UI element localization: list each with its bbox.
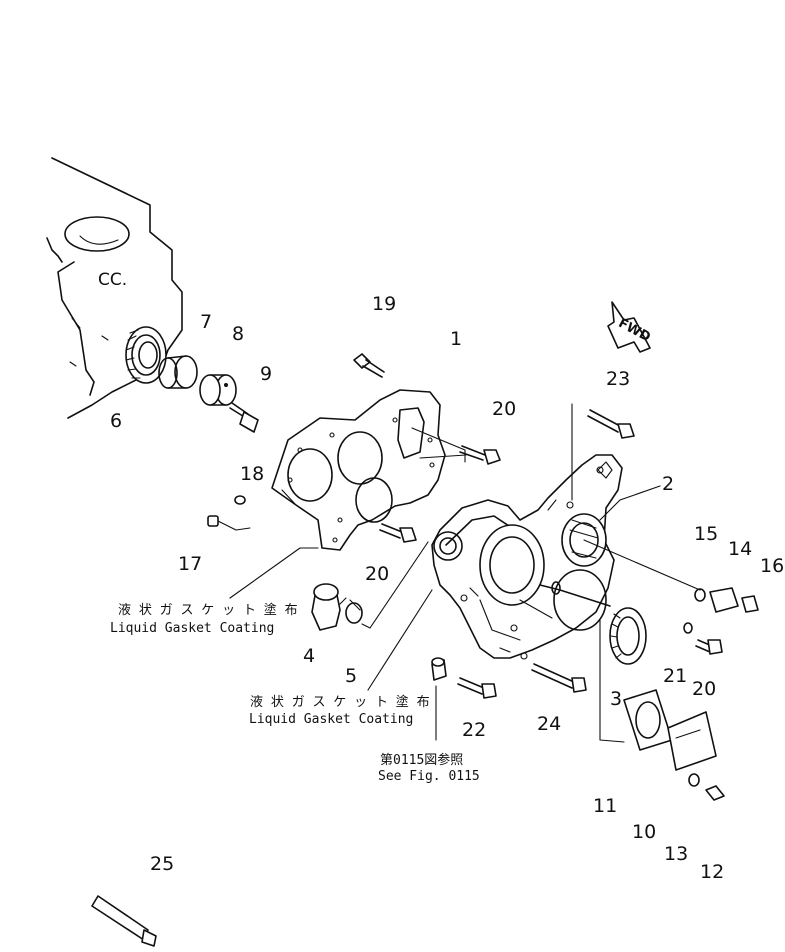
part-18-o-ring [234, 495, 246, 505]
leader-gasket-note-1 [229, 547, 319, 599]
block-casting-mark: CC. [98, 270, 127, 290]
callout-23: 23 [606, 368, 630, 390]
callout-16: 16 [760, 555, 784, 577]
callout-7: 7 [200, 311, 212, 333]
callout-9: 9 [260, 363, 272, 385]
callout-18: 18 [240, 463, 264, 485]
part-21-o-ring [683, 622, 693, 634]
part-3-seal-ring [609, 607, 647, 665]
callout-15: 15 [694, 523, 718, 545]
callout-25: 25 [150, 853, 174, 875]
part-22-nozzle [431, 657, 447, 681]
callout-2: 2 [662, 473, 674, 495]
callout-10: 10 [632, 821, 656, 843]
callout-4: 4 [303, 645, 315, 667]
part-10-cover-plate [667, 711, 717, 771]
leader-line-5 [349, 541, 429, 629]
part-17-plug [207, 515, 251, 531]
part-7-sleeve [158, 355, 198, 389]
callout-8: 8 [232, 323, 244, 345]
callout-12: 12 [700, 861, 724, 883]
part-20-bolt-c [695, 639, 723, 655]
callout-13: 13 [664, 843, 688, 865]
leader-lines-cover [583, 485, 701, 591]
part-12-bolt [705, 785, 725, 801]
leader-gasket-note-2 [367, 589, 433, 691]
part-20-bolt-a [459, 445, 501, 465]
fwd-direction-arrow: FWD [607, 301, 653, 353]
gasket-note-2-en: Liquid Gasket Coating [249, 712, 413, 727]
callout-24: 24 [537, 713, 561, 735]
engine-block: CC. [46, 157, 183, 419]
part-1-gasket-plate [271, 389, 467, 551]
callout-5: 5 [345, 665, 357, 687]
gasket-note-1-jp: 液 状 ガ ス ケ ッ ト 塗 布 [118, 602, 298, 618]
callout-20-right: 20 [692, 678, 716, 700]
part-15-o-ring [694, 588, 706, 602]
part-8-collar [199, 374, 237, 406]
part-24-bolt [531, 663, 587, 693]
callout-22: 22 [462, 719, 486, 741]
callout-20-upper: 20 [492, 398, 516, 420]
part-25-tube [91, 895, 157, 947]
callout-21: 21 [663, 665, 687, 687]
part-5-o-ring [345, 602, 363, 624]
callout-19: 19 [372, 293, 396, 315]
callout-14: 14 [728, 538, 752, 560]
annotation-notes: 液 状 ガ ス ケ ッ ト 塗 布 Liquid Gasket Coating … [110, 602, 480, 784]
callout-17: 17 [178, 553, 202, 575]
gasket-note-2-jp: 液 状 ガ ス ケ ッ ト 塗 布 [250, 694, 430, 710]
part-9-bolt [229, 402, 259, 433]
leader-line-4 [339, 597, 347, 605]
part-2-front-cover [431, 454, 623, 660]
part-22-bolt [457, 677, 497, 699]
callout-20-lower: 20 [365, 563, 389, 585]
fig-ref-en: See Fig. 0115 [378, 769, 480, 784]
callout-3: 3 [610, 688, 622, 710]
part-11-gasket [599, 619, 673, 751]
callout-1: 1 [450, 328, 462, 350]
part-4-cap [311, 583, 341, 631]
part-19-bolt [353, 353, 385, 378]
part-20-bolt-b [379, 523, 417, 543]
gasket-note-1-en: Liquid Gasket Coating [110, 621, 274, 636]
part-16-bolt [741, 595, 759, 613]
callout-numbers: 1 2 3 4 5 6 7 8 9 10 11 12 13 14 15 16 1… [110, 293, 784, 883]
fig-ref-jp: 第0115図参照 [380, 752, 463, 768]
callout-11: 11 [593, 795, 617, 817]
part-6-bearing [125, 326, 167, 384]
part-14-plate [709, 587, 739, 613]
part-13-washer [688, 773, 700, 787]
callout-6: 6 [110, 410, 122, 432]
part-23-bolt [571, 403, 635, 501]
